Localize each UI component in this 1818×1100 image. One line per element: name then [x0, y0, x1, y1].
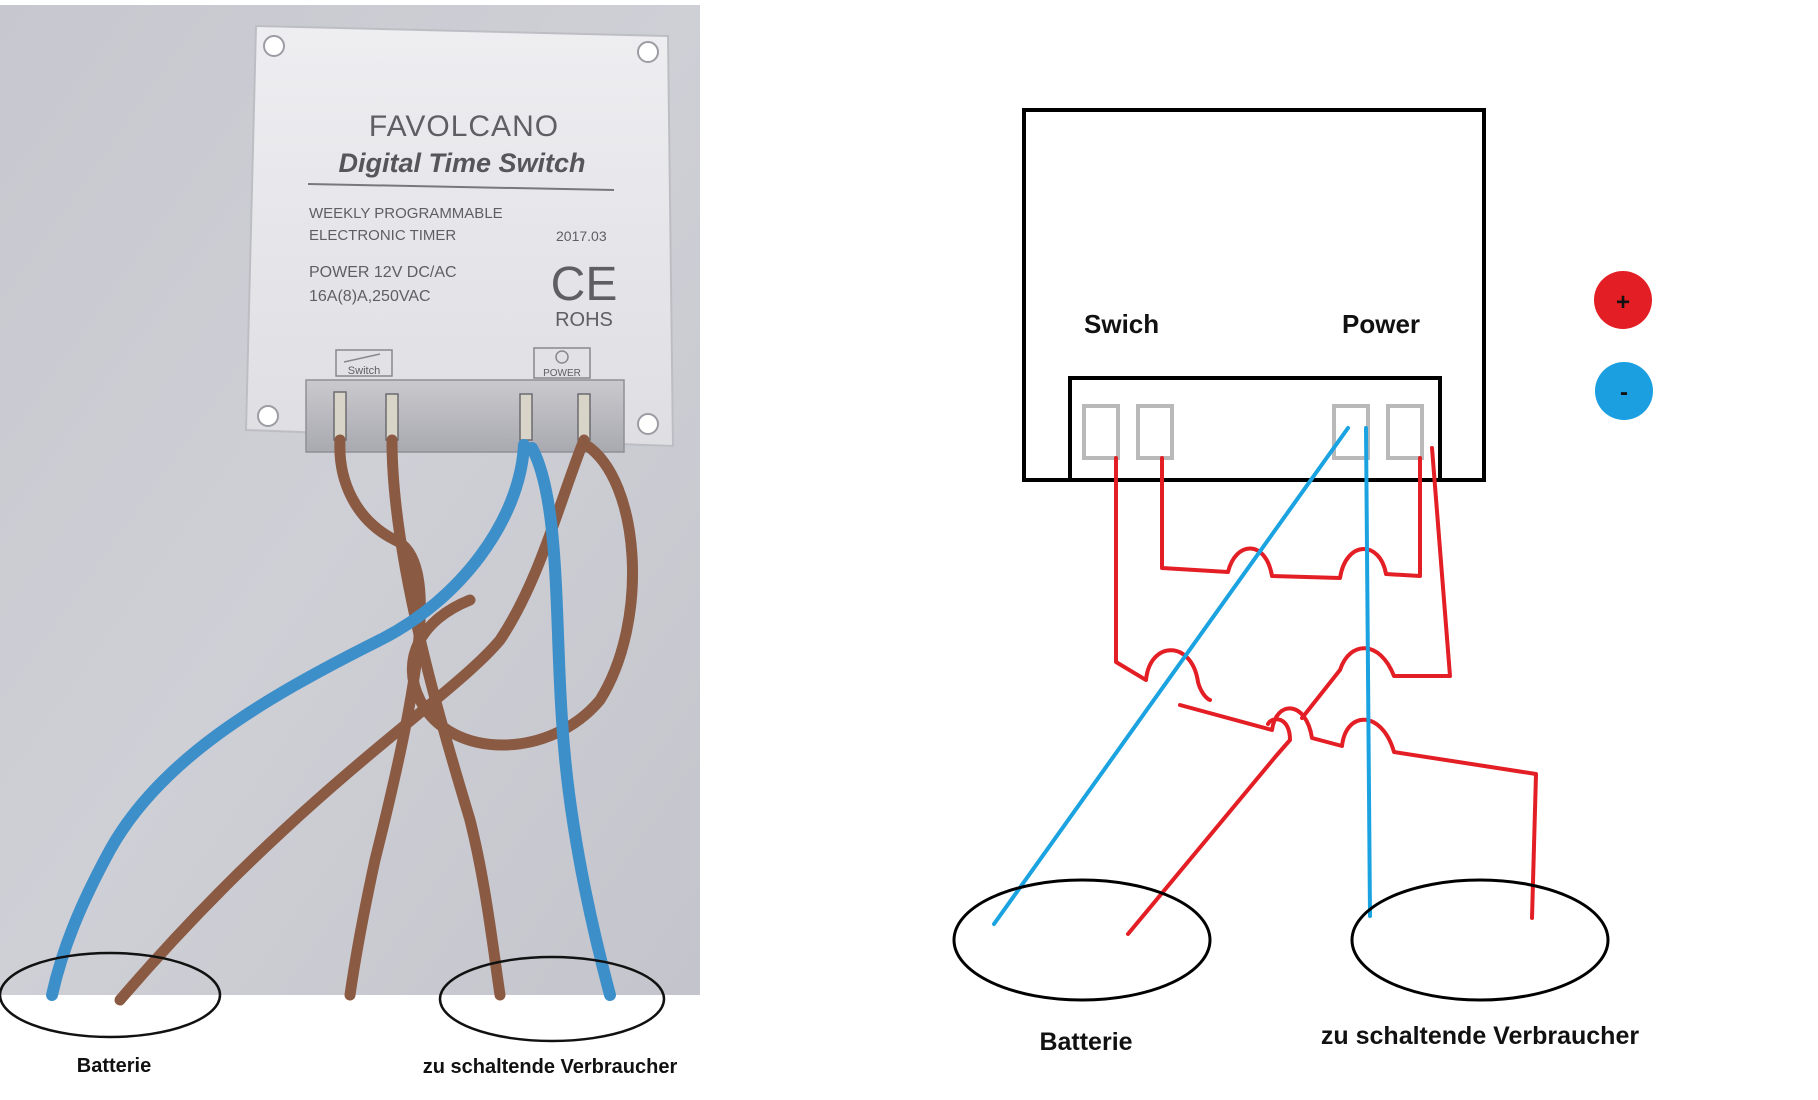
photo-panel: FAVOLCANO Digital Time Switch WEEKLY PRO… [0, 5, 700, 1006]
switch-symbol-box [335, 349, 393, 377]
terminal-block [305, 379, 625, 453]
timer-device: FAVOLCANO Digital Time Switch WEEKLY PRO… [244, 24, 675, 453]
schematic-battery-ellipse [952, 878, 1212, 1002]
power-terminal-1 [1332, 404, 1370, 460]
legend-minus-dot [1595, 362, 1653, 420]
polarity-legend: + - [1594, 271, 1653, 420]
photo-battery-ellipse [0, 951, 222, 1039]
switch-terminal-2 [1136, 404, 1174, 460]
blue-wire-power-1-to-load [1364, 426, 1372, 918]
terminal-screw-2 [385, 393, 399, 441]
switch-terminal-1 [1082, 404, 1120, 460]
switch-terminal-label: Switch [348, 365, 380, 377]
photo-wires [46, 434, 639, 1006]
photo-wire-blue-2 [526, 442, 616, 1001]
device-date-code: 2017.03 [556, 228, 607, 244]
red-wire-switch-1-to-load [1178, 703, 1538, 920]
photo-load-label: zu schaltende Verbraucher [423, 1056, 678, 1078]
schematic-battery-label: Batterie [1039, 1028, 1132, 1056]
power-terminal-label: POWER [543, 368, 581, 379]
red-wire-switch-2-to-power-2 [1160, 456, 1422, 580]
schematic-terminals [1082, 404, 1424, 460]
power-symbol-box [533, 347, 591, 379]
mount-hole-top-left [263, 35, 285, 57]
schematic-panel: Swich Power Batterie zu schaltende Verbr… [952, 108, 1653, 1056]
red-wire-power-2-loop [1300, 446, 1452, 720]
device-divider [307, 183, 615, 191]
blue-wire-power-1-to-battery [992, 426, 1350, 926]
device-rohs: ROHS [555, 309, 613, 331]
red-wire-switch-1-to-power-2 [1114, 456, 1212, 702]
device-brand: FAVOLCANO [369, 110, 559, 143]
photo-load-ellipse [438, 955, 666, 1043]
schematic-terminal-block [1068, 376, 1442, 482]
device-spec-line-2: ELECTRONIC TIMER [309, 227, 456, 244]
terminal-screw-3 [519, 393, 533, 441]
schematic-blue-wires [992, 426, 1372, 926]
legend-plus-label: + [1616, 289, 1630, 316]
photo-battery-label: Batterie [77, 1055, 151, 1077]
photo-wire-blue-1 [46, 439, 530, 1001]
schematic-load-label: zu schaltende Verbraucher [1321, 1022, 1639, 1050]
legend-plus-dot [1594, 271, 1652, 329]
device-case [244, 24, 675, 448]
device-ce-mark: CE [551, 258, 618, 311]
red-wire-power-to-battery [1126, 717, 1292, 936]
terminal-screw-4 [577, 393, 591, 441]
photo-wire-brown-4 [406, 439, 639, 751]
device-power-line: POWER 12V DC/AC [309, 264, 457, 281]
legend-minus-label: - [1620, 379, 1628, 406]
mount-hole-bottom-left [257, 405, 279, 427]
schematic-switch-label: Swich [1084, 309, 1159, 339]
terminal-screw-1 [333, 391, 347, 441]
schematic-load-ellipse [1350, 878, 1610, 1002]
photo-wire-brown-2 [386, 434, 506, 1001]
switch-symbol-icon [343, 353, 381, 363]
device-product: Digital Time Switch [338, 148, 585, 178]
schematic-red-wires [1114, 446, 1538, 936]
device-rating-line: 16A(8)A,250VAC [309, 288, 431, 305]
ac-symbol-icon [555, 350, 569, 364]
schematic-power-label: Power [1342, 309, 1420, 339]
device-spec-line-1: WEEKLY PROGRAMMABLE [309, 205, 503, 222]
mount-hole-bottom-right [637, 413, 659, 435]
power-terminal-2 [1386, 404, 1424, 460]
mount-hole-top-right [637, 41, 659, 63]
